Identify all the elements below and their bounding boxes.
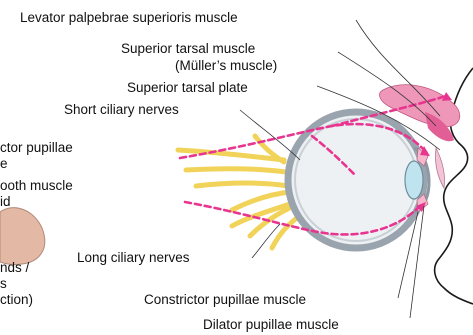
label-dilator-pupillae: Dilator pupillae muscle — [203, 317, 339, 332]
lens-shape — [405, 161, 423, 199]
label-constrictor-pupillae: Constrictor pupillae muscle — [144, 292, 306, 307]
label-superior-tarsal-muscle: Superior tarsal muscle — [121, 41, 255, 56]
gland-shape — [0, 208, 45, 265]
label-cropped-glands-2: s — [0, 276, 7, 291]
label-cropped-smooth-muscle-2: id — [0, 194, 11, 209]
label-cropped-smooth-muscle: ooth muscle — [0, 178, 73, 193]
label-short-ciliary-nerves: Short ciliary nerves — [64, 102, 179, 117]
label-cropped-constrictor: ctor pupillae — [0, 140, 73, 155]
label-cropped-constrictor-2: e — [0, 156, 8, 171]
tarsal-plate-shape — [435, 148, 444, 188]
label-levator-palpebrae: Levator palpebrae superioris muscle — [20, 10, 238, 25]
label-long-ciliary-nerves: Long ciliary nerves — [77, 250, 190, 265]
label-cropped-glands: nds / — [0, 260, 30, 275]
label-mullers-muscle: (Müller’s muscle) — [175, 58, 277, 73]
eyeball — [288, 112, 429, 248]
label-superior-tarsal-plate: Superior tarsal plate — [127, 80, 248, 95]
label-cropped-glands-3: ction) — [0, 292, 33, 307]
